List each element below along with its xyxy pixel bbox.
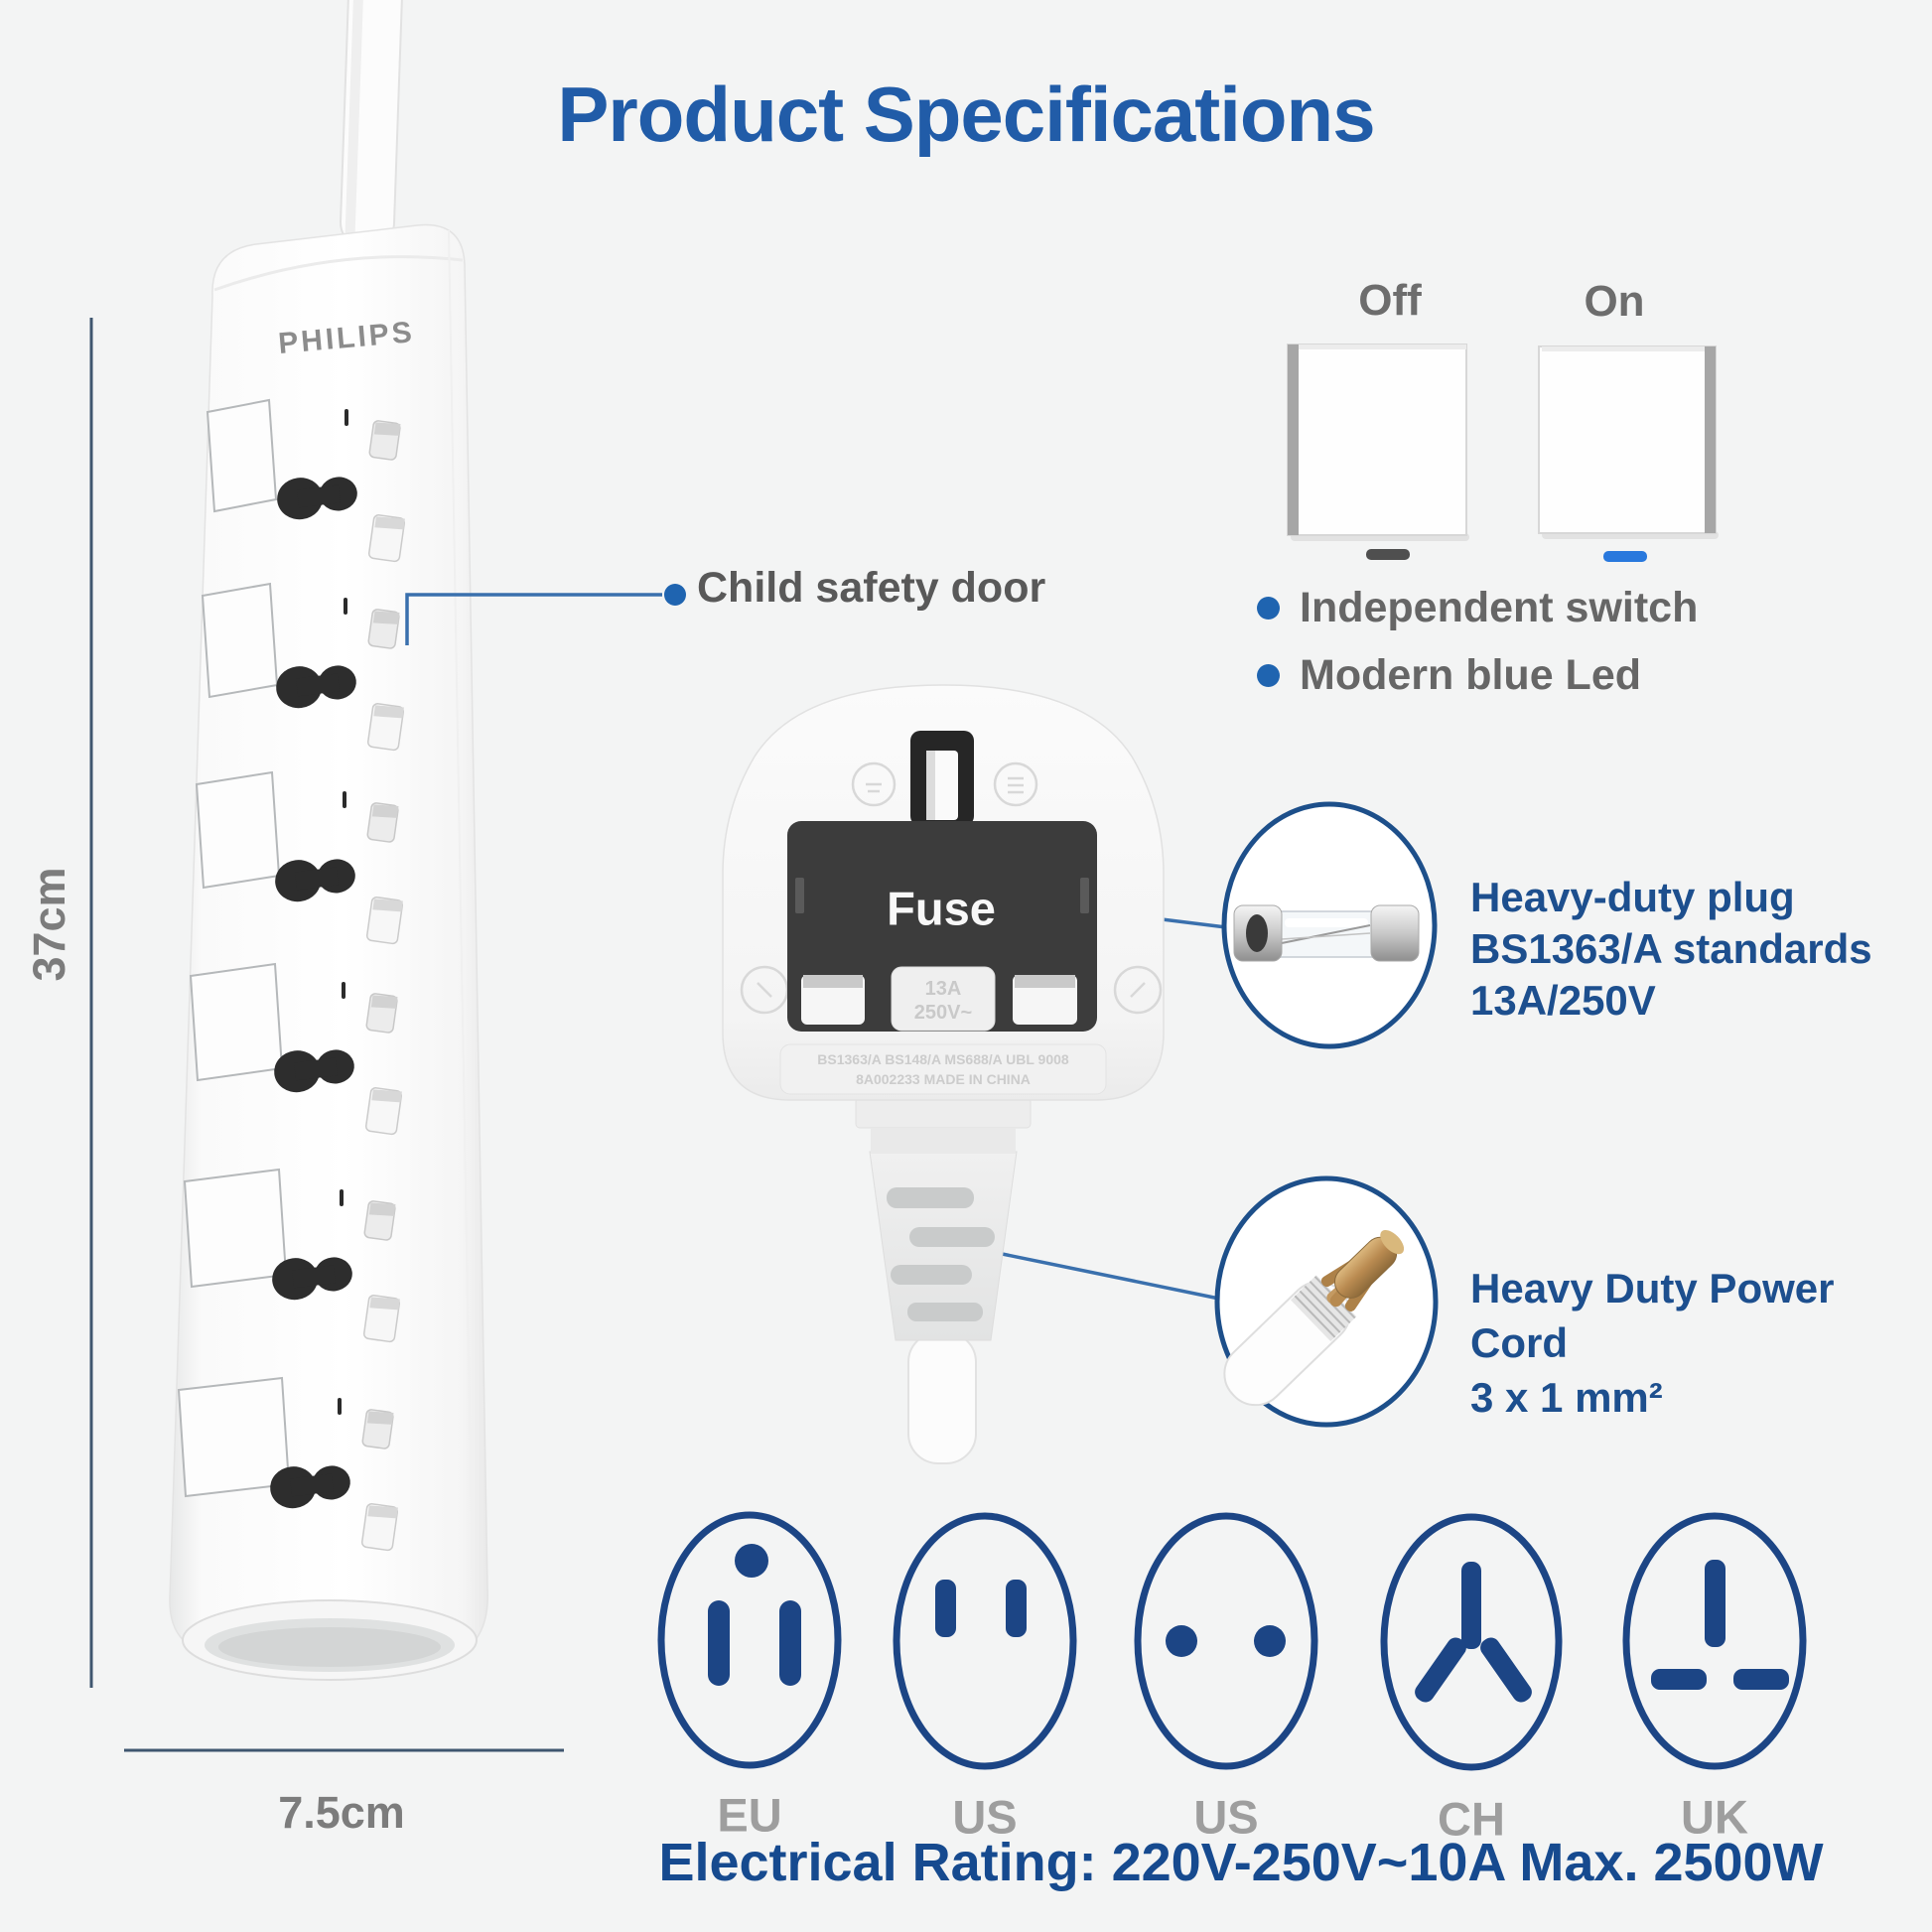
cord-callout-circle — [1214, 1175, 1439, 1428]
socket-2 — [276, 598, 405, 752]
led-on-indicator — [1603, 551, 1647, 562]
strip-sockets — [270, 409, 406, 1552]
strip-switch-2 — [201, 582, 279, 699]
plug-rating-emboss — [891, 966, 996, 1032]
socket-3 — [275, 791, 404, 945]
plug-type-icon-ch — [1380, 1513, 1563, 1771]
height-dimension-label: 37cm — [24, 867, 74, 982]
fuse-icon — [1233, 904, 1420, 962]
socket-5 — [272, 1189, 401, 1343]
power-strip — [169, 223, 488, 1681]
feature-independent-switch: Independent switch — [1257, 584, 1698, 632]
socket-6 — [270, 1398, 399, 1552]
plug-pin-slots — [801, 975, 1077, 1025]
plug-embossed-line1: BS1363/A BS148/A MS688/A UBL 9008 — [817, 1051, 1069, 1067]
feature-label: Modern blue Led — [1300, 651, 1641, 699]
plug-type-icon-uk — [1622, 1512, 1807, 1770]
switch-off-illustration — [1287, 344, 1467, 536]
plug-standards-emboss — [779, 1043, 1107, 1095]
plug-embossed-rating-top: 13A — [925, 978, 962, 1000]
fuse-callout-circle — [1221, 801, 1438, 1049]
feature-label: Independent switch — [1300, 584, 1699, 631]
plug-type-icon-eu — [657, 1511, 842, 1769]
fuse-callout-line: 13A/250V — [1470, 977, 1656, 1024]
child-safety-leader-line — [405, 593, 662, 645]
strip-switch-6 — [177, 1376, 291, 1498]
strip-switch-4 — [189, 962, 284, 1082]
child-safety-leader-dot — [664, 584, 686, 606]
cord-leader-line — [982, 1248, 1220, 1301]
switch-demo — [1287, 344, 1719, 562]
cord-callout-line: Heavy Duty Power Cord — [1470, 1265, 1835, 1366]
cord-callout-text: Heavy Duty Power Cord 3 x 1 mm² — [1470, 1261, 1932, 1425]
uk-plug-illustration: 13A 250V~ BS1363/A BS148/A MS688/A UBL 9… — [722, 684, 1165, 1464]
plug-type-label-eu: EU — [717, 1788, 782, 1842]
plug-embossed-line2: 8A002233 MADE IN CHINA — [856, 1071, 1031, 1087]
plug-type-icon-us-a — [893, 1512, 1077, 1770]
child-safety-door-label: Child safety door — [697, 564, 1046, 612]
plug-type-icons — [657, 1511, 1807, 1771]
plug-embossed-symbols — [740, 761, 1163, 1015]
on-label: On — [1584, 277, 1645, 326]
off-label: Off — [1358, 276, 1422, 325]
cord-cross-section-icon — [1223, 1229, 1405, 1407]
strip-switch-5 — [183, 1168, 288, 1289]
bullet-dot-icon — [1257, 664, 1280, 687]
fuse-callout-text: Heavy-duty plug BS1363/A standards 13A/2… — [1470, 872, 1872, 1027]
socket-4 — [274, 982, 403, 1136]
plug-embossed-rating-bottom: 250V~ — [914, 1002, 972, 1024]
strip-switches — [177, 398, 291, 1498]
plug-type-label-us-b: US — [1193, 1790, 1259, 1844]
bullet-dot-icon — [1257, 597, 1280, 620]
electrical-rating: Electrical Rating: 220V-250V~10A Max. 25… — [658, 1833, 1824, 1892]
fuse-callout-line: Heavy-duty plug — [1470, 874, 1795, 920]
plug-type-label-uk: UK — [1681, 1790, 1748, 1844]
cord-callout-line: 3 x 1 mm² — [1470, 1374, 1663, 1421]
feature-modern-blue-led: Modern blue Led — [1257, 651, 1641, 700]
page-title: Product Specifications — [557, 70, 1375, 158]
strip-switch-3 — [195, 770, 281, 890]
plug-type-label-us-a: US — [952, 1790, 1018, 1844]
switch-on-illustration — [1538, 345, 1717, 534]
socket-1 — [277, 409, 406, 563]
width-dimension-label: 7.5cm — [278, 1787, 405, 1838]
plug-type-label-ch: CH — [1438, 1792, 1505, 1846]
strip-switch-1 — [206, 398, 278, 513]
plug-cable — [907, 1331, 977, 1464]
fuse-callout-line: BS1363/A standards — [1470, 925, 1872, 972]
fuse-plate-label: Fuse — [887, 882, 996, 935]
plug-type-icon-us-b — [1134, 1512, 1318, 1770]
dimension-lines — [89, 318, 564, 1752]
led-off-indicator — [1366, 549, 1410, 560]
